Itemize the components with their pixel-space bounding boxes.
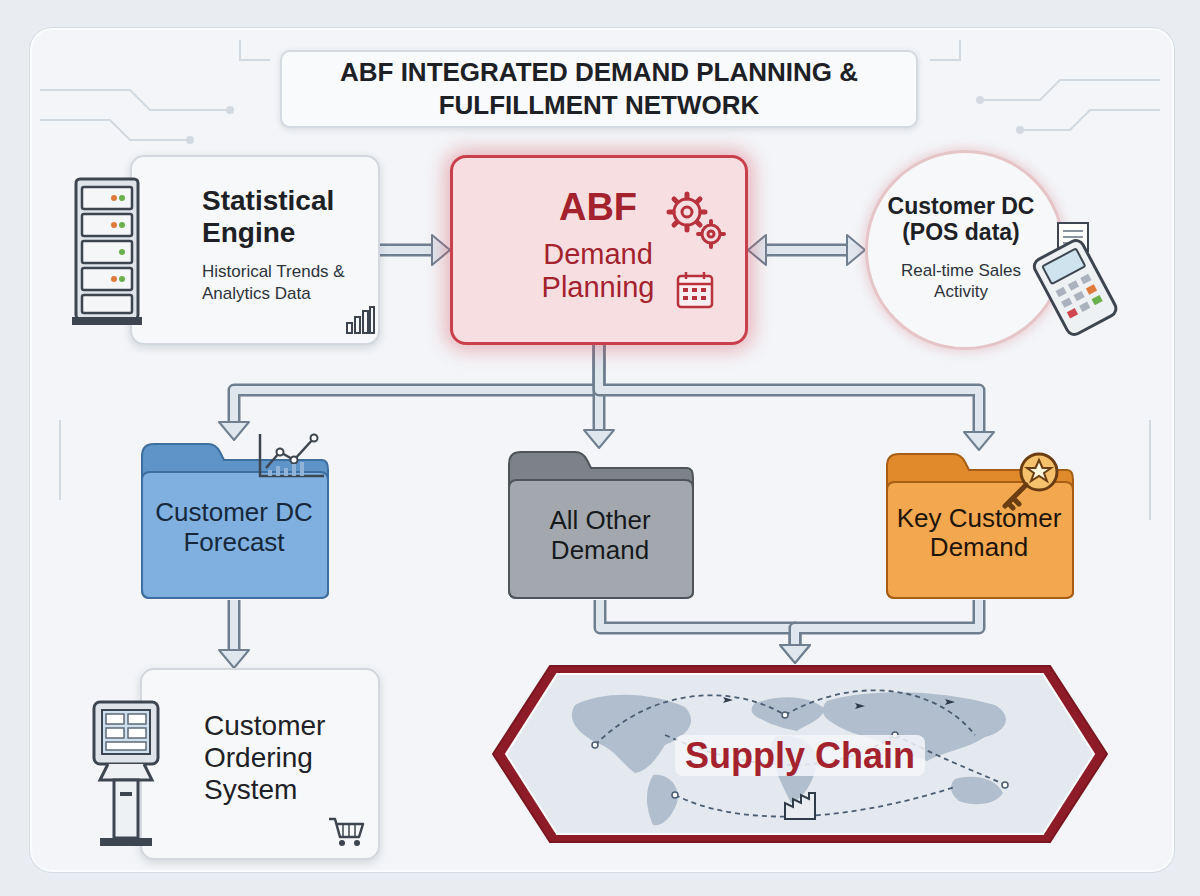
arrow-outline bbox=[764, 244, 849, 257]
arrow-head bbox=[748, 235, 766, 265]
arrow-body bbox=[599, 345, 979, 434]
text-area: Statistical EngineHistorical Trends & An… bbox=[202, 185, 367, 306]
text-area: Customer DC Forecast bbox=[150, 498, 318, 558]
arrow-outline bbox=[234, 345, 599, 424]
arrow-outline bbox=[228, 600, 241, 652]
node-title: Customer DC Forecast bbox=[150, 498, 318, 558]
text-area: Customer Ordering System bbox=[204, 710, 372, 807]
text-area: ABF Demand Planning bbox=[523, 186, 673, 304]
arrow-body bbox=[600, 600, 795, 647]
title-box: ABF INTEGRATED DEMAND PLANNING & FULFILL… bbox=[280, 50, 918, 128]
server-icon bbox=[72, 177, 142, 327]
gears-icon bbox=[663, 188, 729, 254]
arrow-head bbox=[219, 422, 249, 440]
arrow-body bbox=[764, 246, 849, 254]
node-title: Customer DC (POS data) bbox=[886, 193, 1036, 246]
title-text: ABF INTEGRATED DEMAND PLANNING & FULFILL… bbox=[312, 56, 887, 122]
pos-terminal-icon bbox=[1028, 223, 1123, 333]
node-title: ABF bbox=[523, 186, 673, 230]
node-title: Customer Ordering System bbox=[204, 710, 372, 807]
arrow-head bbox=[964, 432, 994, 450]
arrow-head bbox=[780, 645, 810, 663]
process-box: Statistical EngineHistorical Trends & An… bbox=[130, 155, 380, 345]
node-title: All Other Demand bbox=[517, 506, 683, 566]
kiosk-icon bbox=[90, 700, 162, 850]
flow-arrow bbox=[380, 235, 450, 265]
line-chart-icon bbox=[256, 432, 326, 480]
bar-chart-icon bbox=[344, 305, 376, 335]
arrow-body bbox=[230, 600, 238, 652]
node-body: Demand Planning bbox=[523, 238, 673, 305]
node-title: Statistical Engine bbox=[202, 185, 367, 249]
cart-icon bbox=[327, 815, 367, 849]
arrow-outline bbox=[795, 600, 979, 647]
flow-arrow bbox=[748, 235, 865, 265]
flow-arrow bbox=[780, 600, 979, 663]
flow-arrow bbox=[219, 345, 599, 440]
calendar-icon bbox=[675, 270, 715, 310]
node-title: Key Customer Demand bbox=[895, 504, 1063, 562]
text-area: Customer DC (POS data) Real-time Sales Ac… bbox=[886, 193, 1036, 302]
text-area: Key Customer Demand bbox=[895, 504, 1063, 562]
node-body: Real-time Sales Activity bbox=[886, 260, 1036, 303]
arrow-head bbox=[432, 235, 450, 265]
supply-chain-hexagon: Supply Chain bbox=[490, 663, 1110, 845]
flow-arrow bbox=[600, 600, 810, 663]
text-area: All Other Demand bbox=[517, 506, 683, 566]
folder-box: Key Customer Demand bbox=[883, 450, 1075, 600]
text-area: Supply Chain bbox=[670, 735, 930, 776]
node-title: Supply Chain bbox=[675, 735, 925, 776]
arrow-head bbox=[584, 430, 614, 448]
arrow-head bbox=[780, 645, 810, 663]
arrow-head bbox=[219, 650, 249, 668]
arrow-outline bbox=[380, 244, 434, 257]
hub-box: ABF Demand Planning bbox=[450, 155, 748, 345]
node-body: Historical Trends & Analytics Data bbox=[202, 261, 367, 305]
folder-box: All Other Demand bbox=[505, 448, 695, 600]
arrow-head bbox=[847, 235, 865, 265]
arrow-body bbox=[234, 345, 599, 424]
data-source-circle: Customer DC (POS data) Real-time Sales Ac… bbox=[865, 150, 1065, 350]
system-box: Customer Ordering System bbox=[140, 668, 380, 860]
arrow-outline bbox=[600, 600, 795, 647]
arrow-outline bbox=[599, 345, 979, 434]
flow-arrow bbox=[219, 600, 249, 668]
flow-arrow bbox=[599, 345, 994, 450]
arrow-body bbox=[380, 246, 434, 254]
folder-box: Customer DC Forecast bbox=[138, 440, 330, 600]
arrow-body bbox=[795, 600, 979, 647]
